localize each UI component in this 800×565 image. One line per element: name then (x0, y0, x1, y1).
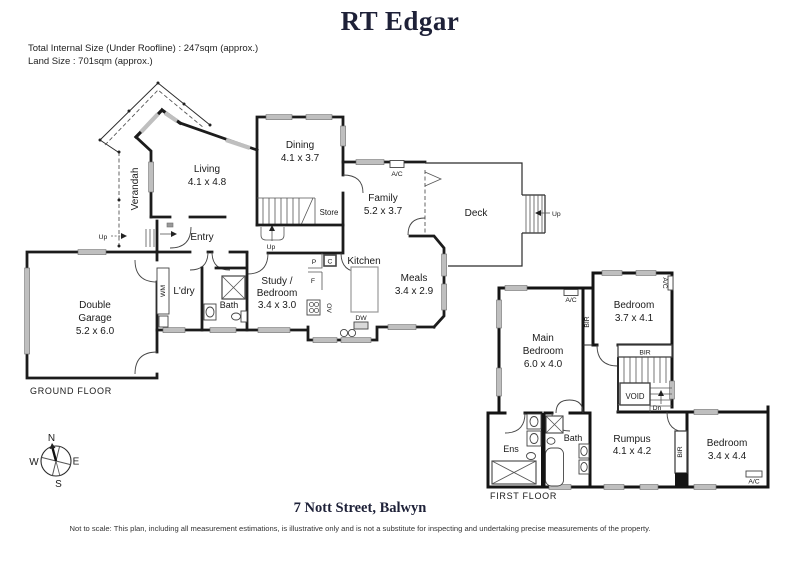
label-oven: OV (325, 303, 332, 313)
room-label-rumpus-name: Rumpus (613, 434, 650, 445)
room-label-garage-name1: Double (79, 300, 111, 311)
label-dn: Dn (653, 405, 662, 412)
room-label-entry: Entry (190, 232, 213, 243)
room-label-bed3-dims: 3.4 x 4.4 (708, 451, 747, 462)
compass-east: E (73, 457, 80, 468)
label-up-verandah: Up (99, 234, 108, 241)
room-label-garage-dims: 5.2 x 6.0 (76, 326, 115, 337)
label-bir-main: BIR (584, 316, 591, 327)
first-floor-stairs (617, 344, 688, 487)
label-dishwasher: DW (355, 315, 367, 322)
room-label-study-name1: Study / (261, 276, 292, 287)
room-label-bed2-name: Bedroom (614, 300, 655, 311)
room-label-living-dims: 4.1 x 4.8 (188, 177, 227, 188)
entry-arrows (111, 231, 177, 239)
verandah-outline (98, 81, 212, 248)
room-label-verandah: Verandah (130, 168, 141, 211)
ground-stairs (255, 197, 345, 241)
room-label-family-name: Family (368, 193, 397, 204)
room-label-dining-name: Dining (286, 140, 314, 151)
compass-rose: N E S W (29, 433, 79, 490)
footer: 7 Nott Street, Balwyn Not to scale: This… (0, 500, 720, 533)
room-label-living-name: Living (194, 164, 220, 175)
room-label-bath-ground: Bath (220, 300, 239, 310)
label-washing-machine: WM (160, 285, 167, 297)
label-store: Store (320, 208, 339, 217)
kitchen-fixtures (306, 253, 379, 338)
total-internal-size: Total Internal Size (Under Roofline) : 2… (28, 43, 259, 54)
room-label-rumpus-dims: 4.1 x 4.2 (613, 446, 652, 457)
room-label-main-name2: Bedroom (523, 346, 564, 357)
land-size: Land Size : 701sqm (approx.) (28, 56, 153, 67)
label-void: VOID (625, 392, 644, 401)
brand-logo: RT Edgar (340, 6, 460, 36)
garage-walls (24, 249, 159, 380)
size-info: Total Internal Size (Under Roofline) : 2… (28, 42, 258, 68)
ground-floor-plan: Living 4.1 x 4.8 Dining 4.1 x 3.7 Family… (24, 81, 561, 396)
first-floor-bath-fixtures (491, 413, 590, 487)
room-label-kitchen: Kitchen (347, 256, 380, 267)
room-label-study-dims: 3.4 x 3.0 (258, 300, 297, 311)
label-ac-main: A/C (565, 297, 576, 304)
room-label-main-dims: 6.0 x 4.0 (524, 359, 563, 370)
label-up-stairs: Up (267, 244, 276, 251)
deck-outline (425, 162, 550, 267)
first-floor-title: FIRST FLOOR (490, 491, 557, 501)
compass-north: N (48, 433, 55, 444)
label-pantry: P (312, 259, 317, 266)
room-label-bed3-name: Bedroom (707, 438, 748, 449)
label-cupboard: C (328, 259, 333, 266)
label-ac-bed3: A/C (748, 479, 759, 486)
property-address: 7 Nott Street, Balwyn (293, 500, 427, 516)
room-label-bath-first: Bath (564, 433, 583, 443)
ground-walls (133, 107, 447, 343)
first-floor-walls (486, 270, 770, 490)
label-ac-bed2: A/C (661, 277, 668, 288)
first-floor-plan: Main Bedroom 6.0 x 4.0 Bedroom 3.7 x 4.1… (486, 270, 770, 501)
room-label-dining-dims: 4.1 x 3.7 (281, 153, 320, 164)
room-label-main-name1: Main (532, 333, 554, 344)
room-label-deck: Deck (465, 208, 489, 219)
label-bir-bed3: BIR (677, 446, 684, 457)
compass-west: W (29, 457, 39, 468)
compass-south: S (55, 479, 62, 490)
label-fridge: F (311, 278, 315, 285)
room-label-garage-name2: Garage (78, 313, 112, 324)
room-label-meals-dims: 3.4 x 2.9 (395, 286, 434, 297)
room-label-bed2-dims: 3.7 x 4.1 (615, 313, 654, 324)
room-label-family-dims: 5.2 x 3.7 (364, 206, 403, 217)
ground-floor-title: GROUND FLOOR (30, 386, 112, 396)
disclaimer-text: Not to scale: This plan, including all m… (69, 524, 651, 533)
room-label-ldry: L'dry (173, 286, 194, 297)
label-ac-family: A/C (391, 171, 402, 178)
label-up-deck: Up (552, 211, 561, 218)
label-bir-bed2: BIR (639, 350, 650, 357)
room-label-ens: Ens (503, 444, 519, 454)
room-label-meals-name: Meals (401, 273, 428, 284)
room-label-study-name2: Bedroom (257, 288, 298, 299)
ground-bath-fixtures (156, 267, 248, 328)
